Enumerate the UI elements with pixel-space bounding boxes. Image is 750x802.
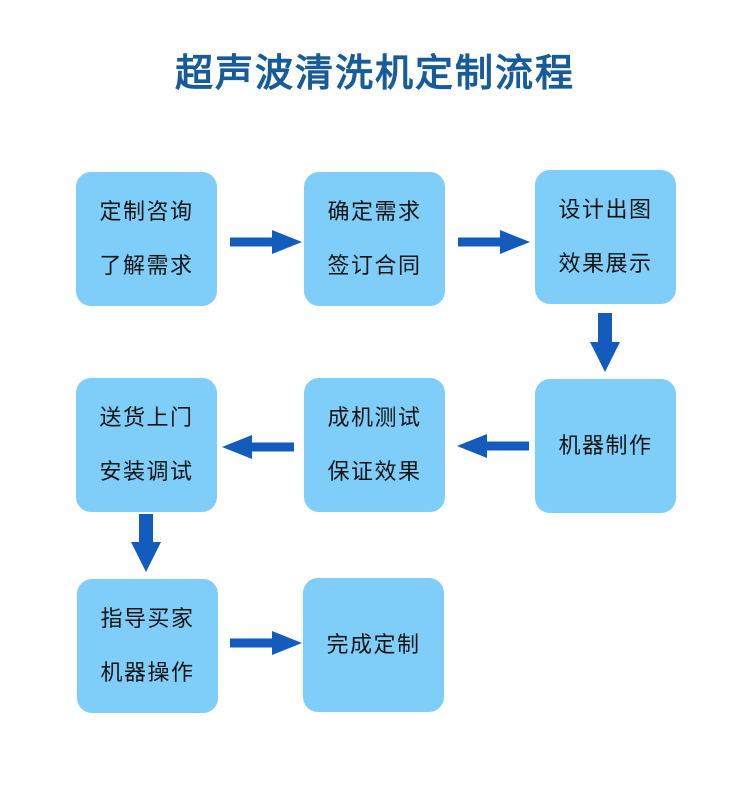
step-delivery-install-box: 送货上门 安装调试	[76, 378, 217, 512]
page-title: 超声波清洗机定制流程	[174, 53, 575, 95]
arrow-down-icon	[131, 514, 161, 572]
arrow-right-icon	[230, 230, 302, 254]
step-label-line: 成机测试	[327, 405, 422, 430]
step-label-line: 了解需求	[99, 253, 194, 278]
step-label-line: 机器操作	[100, 660, 195, 685]
step-label-line: 送货上门	[99, 405, 194, 430]
step-label-line: 确定需求	[327, 199, 422, 224]
step-complete-box: 完成定制	[303, 578, 444, 712]
step-confirm-contract-box: 确定需求 签订合同	[304, 172, 445, 306]
arrow-left-icon	[457, 434, 529, 458]
step-training-box: 指导买家 机器操作	[77, 579, 218, 713]
step-label-line: 签订合同	[327, 253, 422, 278]
step-machine-test-box: 成机测试 保证效果	[304, 378, 445, 512]
step-label-line: 机器制作	[558, 433, 653, 458]
step-label-line: 效果展示	[558, 251, 653, 276]
step-label-line: 安装调试	[99, 459, 194, 484]
arrow-down-icon	[590, 313, 620, 372]
arrow-right-icon	[230, 631, 302, 655]
step-manufacture-box: 机器制作	[535, 379, 676, 513]
step-label-line: 完成定制	[326, 632, 421, 657]
step-consult-box: 定制咨询 了解需求	[76, 172, 217, 306]
step-label-line: 设计出图	[558, 197, 653, 222]
step-design-box: 设计出图 效果展示	[535, 170, 676, 304]
arrow-left-icon	[222, 435, 294, 459]
arrow-right-icon	[458, 230, 530, 254]
step-label-line: 保证效果	[327, 459, 422, 484]
step-label-line: 指导买家	[100, 606, 195, 631]
step-label-line: 定制咨询	[99, 199, 194, 224]
